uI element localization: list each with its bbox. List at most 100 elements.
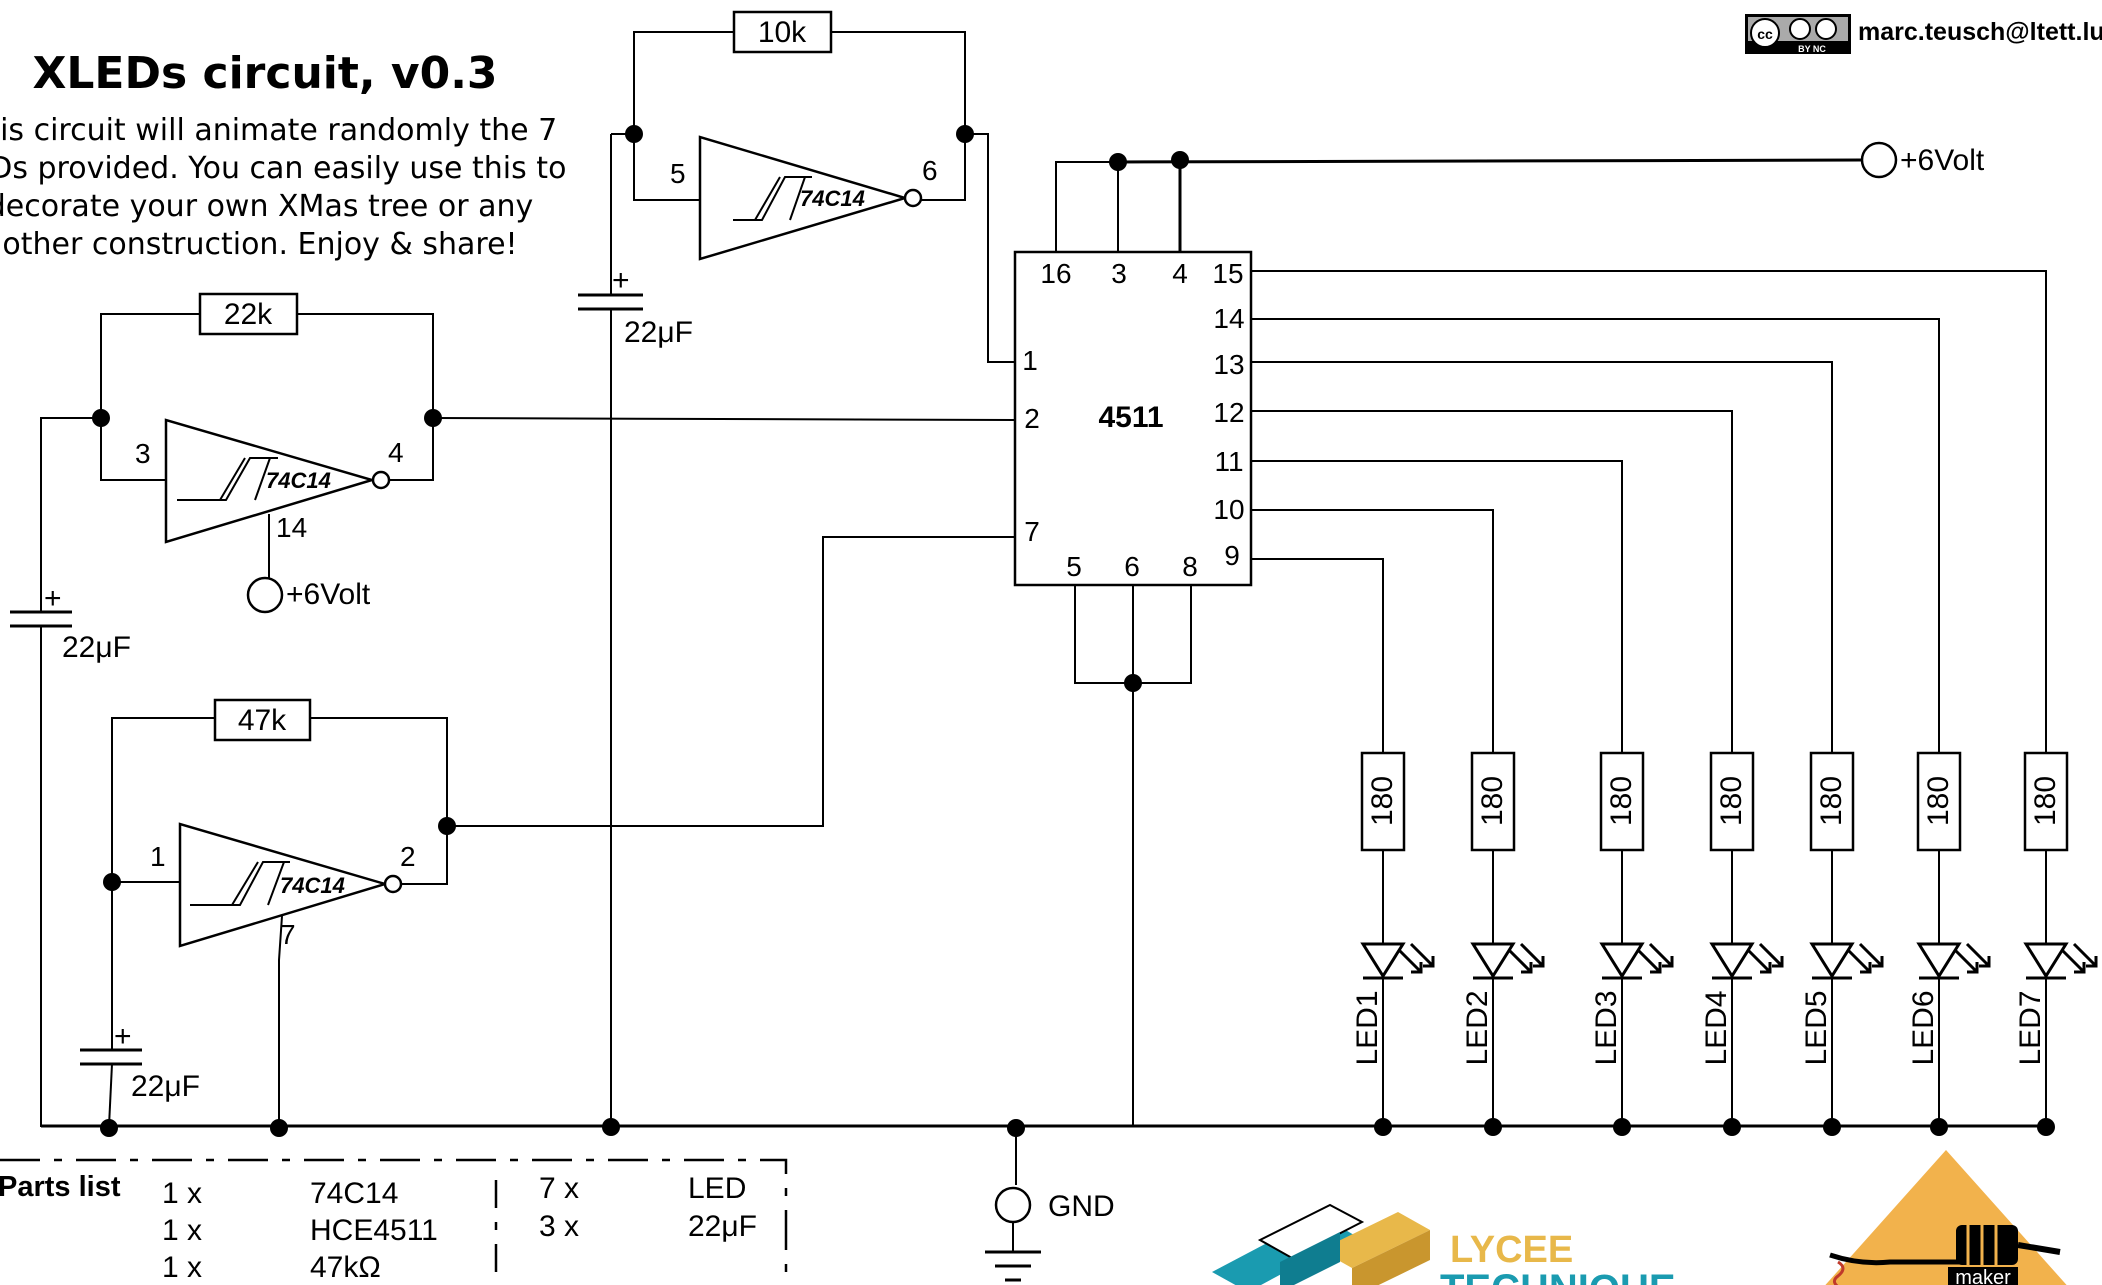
ic-pin-16: 16 bbox=[1040, 258, 1071, 289]
parts-name-3: 47kΩ bbox=[310, 1251, 381, 1284]
led-diode-icon-6 bbox=[1916, 942, 1962, 979]
oscillator-3: 47k 74C14 1 2 7 + 22μF bbox=[80, 536, 1015, 1127]
resistor-180-6 bbox=[1916, 751, 1962, 852]
resistor-label-2: 180 bbox=[1476, 776, 1509, 826]
ic-pin-10: 10 bbox=[1213, 494, 1244, 525]
led-label-5: LED5 bbox=[1800, 990, 1833, 1065]
ic-pin-9: 9 bbox=[1224, 540, 1240, 571]
schmitt-inverter-3 bbox=[178, 822, 390, 948]
license-badge: cc BY NC bbox=[1745, 14, 1851, 54]
schmitt-inverter-1 bbox=[698, 135, 910, 261]
parts-qty-4: 7 x bbox=[539, 1172, 579, 1205]
school-logo-line-2: TECHNIQUE bbox=[1440, 1267, 1676, 1285]
cap-3-polarity: + bbox=[114, 1020, 132, 1053]
oscillator-2: 22k 74C14 3 4 14 +6Volt + 22μF bbox=[10, 292, 1016, 1127]
led-label-7: LED7 bbox=[2014, 990, 2047, 1065]
gate-3-pin-in: 1 bbox=[150, 841, 166, 872]
parts-list-title: Parts list bbox=[0, 1171, 121, 1203]
resistor-label-7: 180 bbox=[2029, 776, 2062, 826]
resistor-label-5: 180 bbox=[1815, 776, 1848, 826]
gate-2-pin-in: 3 bbox=[135, 438, 151, 469]
light-emission-icon-2 bbox=[1507, 942, 1545, 974]
gate-1-pin-out: 6 bbox=[922, 155, 938, 186]
led-diode-icon-4 bbox=[1709, 942, 1755, 979]
resistor-label-3: 180 bbox=[1605, 776, 1638, 826]
resistor-label-6: 180 bbox=[1922, 776, 1955, 826]
ic-4511: 4511 16 3 4 1 2 7 5 6 8 15 14 13 12 11 1… bbox=[1013, 141, 1985, 1126]
maker-logo: maker bbox=[1825, 1150, 2067, 1285]
led-diode-icon-3 bbox=[1599, 942, 1645, 979]
cap-2-polarity: + bbox=[44, 582, 62, 615]
gate-supply-label: +6Volt bbox=[286, 578, 371, 611]
gnd-label: GND bbox=[1048, 1190, 1115, 1223]
gate-2-pin-power: 14 bbox=[276, 512, 307, 543]
led-diode-icon-2 bbox=[1470, 942, 1516, 979]
led-diode-icon-5 bbox=[1809, 942, 1855, 979]
svg-text:BY NC: BY NC bbox=[1798, 44, 1826, 54]
ic-pin-6: 6 bbox=[1124, 551, 1140, 582]
ic-pin-4: 4 bbox=[1172, 258, 1188, 289]
resistor-180-1 bbox=[1360, 751, 1406, 852]
gnd-terminal bbox=[994, 1186, 1032, 1224]
school-logo: LYCEE TECHNIQUE bbox=[1212, 1203, 1676, 1285]
parts-qty-1: 1 x bbox=[162, 1177, 202, 1210]
gate-3-pin-gnd: 7 bbox=[280, 919, 296, 950]
cap-1-polarity: + bbox=[612, 264, 630, 297]
ic-pin-13: 13 bbox=[1213, 349, 1244, 380]
ic-body bbox=[1013, 250, 1253, 587]
ic-name: 4511 bbox=[1098, 401, 1163, 434]
led-label-4: LED4 bbox=[1700, 990, 1733, 1065]
school-logo-line-1: LYCEE bbox=[1450, 1229, 1573, 1271]
ic-pin-5: 5 bbox=[1066, 551, 1082, 582]
resistor-180-2 bbox=[1470, 751, 1516, 852]
gate-1-label: 74C14 bbox=[800, 186, 865, 211]
description-line-4: other construction. Enjoy & share! bbox=[2, 227, 517, 262]
gate-3-pin-out: 2 bbox=[400, 841, 416, 872]
svg-text:cc: cc bbox=[1757, 26, 1773, 42]
led-label-3: LED3 bbox=[1590, 990, 1623, 1065]
light-emission-icon-7 bbox=[2060, 942, 2098, 974]
led-diode-icon-7 bbox=[2023, 942, 2069, 979]
ic-pin-14: 14 bbox=[1213, 303, 1244, 334]
schmitt-inverter-2 bbox=[164, 418, 377, 544]
parts-qty-5: 3 x bbox=[539, 1210, 579, 1243]
ic-pin-8: 8 bbox=[1182, 551, 1198, 582]
supply-terminal-gate bbox=[246, 576, 284, 614]
light-emission-icon-3 bbox=[1636, 942, 1674, 974]
oscillator-1: 10k 74C14 5 6 + 22μF bbox=[578, 10, 1015, 1126]
resistor-22k-label: 22k bbox=[224, 298, 273, 331]
description-line-2: LEDs provided. You can easily use this t… bbox=[0, 151, 566, 186]
cap-2-label: 22μF bbox=[62, 631, 131, 664]
ic-pin-7: 7 bbox=[1024, 516, 1040, 547]
parts-name-1: 74C14 bbox=[310, 1177, 398, 1210]
led-label-2: LED2 bbox=[1461, 990, 1494, 1065]
gate-2-label: 74C14 bbox=[266, 468, 331, 493]
cap-3-label: 22μF bbox=[131, 1070, 200, 1103]
ic-pin-12: 12 bbox=[1213, 397, 1244, 428]
author-email: marc.teusch@ltett.lu bbox=[1858, 18, 2102, 46]
resistor-10k bbox=[732, 10, 833, 54]
ic-pin-2: 2 bbox=[1024, 403, 1040, 434]
resistor-label-4: 180 bbox=[1715, 776, 1748, 826]
page-title: XLEDs circuit, v0.3 bbox=[32, 48, 497, 99]
ground-rail: GND bbox=[41, 1118, 2046, 1282]
led-output-array: 180LED1180LED2180LED3180LED4180LED5180LE… bbox=[1251, 270, 2098, 1136]
gate-1-pin-in: 5 bbox=[670, 158, 686, 189]
gate-2-pin-out: 4 bbox=[388, 437, 404, 468]
supply-terminal-top bbox=[1860, 141, 1898, 179]
resistor-label-1: 180 bbox=[1366, 776, 1399, 826]
parts-qty-2: 1 x bbox=[162, 1214, 202, 1247]
resistor-180-3 bbox=[1599, 751, 1645, 852]
led-label-1: LED1 bbox=[1351, 990, 1384, 1065]
resistor-180-4 bbox=[1709, 751, 1755, 852]
parts-name-2: HCE4511 bbox=[310, 1214, 438, 1247]
cap-1-label: 22μF bbox=[624, 316, 693, 349]
light-emission-icon-4 bbox=[1746, 942, 1784, 974]
